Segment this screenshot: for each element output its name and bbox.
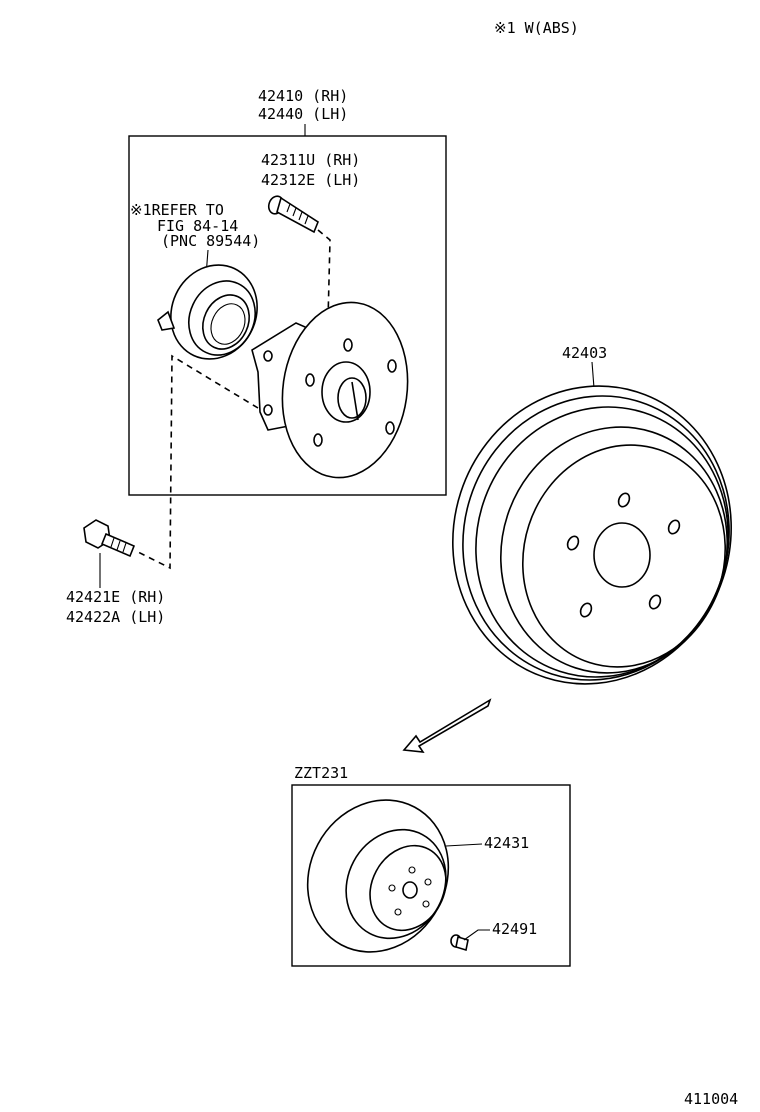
brake-drum-leader: [591, 361, 595, 389]
disc-screw-drawing: [450, 934, 469, 952]
hub-bolt-lh-label: 42312E (LH): [261, 171, 360, 189]
bearing-ref-line1: ※1REFER TO: [130, 201, 224, 219]
hub-bolt-rh-label: 42311U (RH): [261, 151, 360, 169]
hub-assembly-box: [128, 135, 447, 496]
brake-disc-leader: [445, 843, 483, 847]
brake-drum-drawing: [452, 385, 732, 685]
bearing-drawing: [157, 264, 258, 360]
mount-bolt-drawing: [83, 519, 136, 558]
variant-label: ZZT231: [294, 764, 348, 782]
hub-drawing: [251, 301, 409, 479]
hub-assembly-rh-label: 42410 (RH): [258, 87, 348, 105]
bearing-ref-line3: (PNC 89544): [161, 232, 260, 250]
brake-disc-drawing: [306, 799, 450, 953]
variant-box: [291, 784, 571, 967]
abs-note: ※1 W(ABS): [494, 19, 579, 37]
mount-bolt-rh-label: 42421E (RH): [66, 588, 165, 606]
brake-drum-label: 42403: [562, 344, 607, 362]
disc-screw-leader: [463, 929, 490, 941]
bearing-ref-line2: FIG 84-14: [157, 217, 238, 235]
mount-bolt-lh-label: 42422A (LH): [66, 608, 165, 626]
hub-bolt-drawing: [267, 195, 319, 234]
brake-disc-label: 42431: [484, 834, 529, 852]
hub-bolt-dashed-path: [317, 229, 331, 321]
disc-screw-label: 42491: [492, 920, 537, 938]
mount-bolt-dashed-path: [137, 354, 259, 570]
variant-arrow: [402, 698, 492, 753]
hub-assembly-lh-label: 42440 (LH): [258, 105, 348, 123]
figure-id: 411004: [684, 1090, 738, 1108]
